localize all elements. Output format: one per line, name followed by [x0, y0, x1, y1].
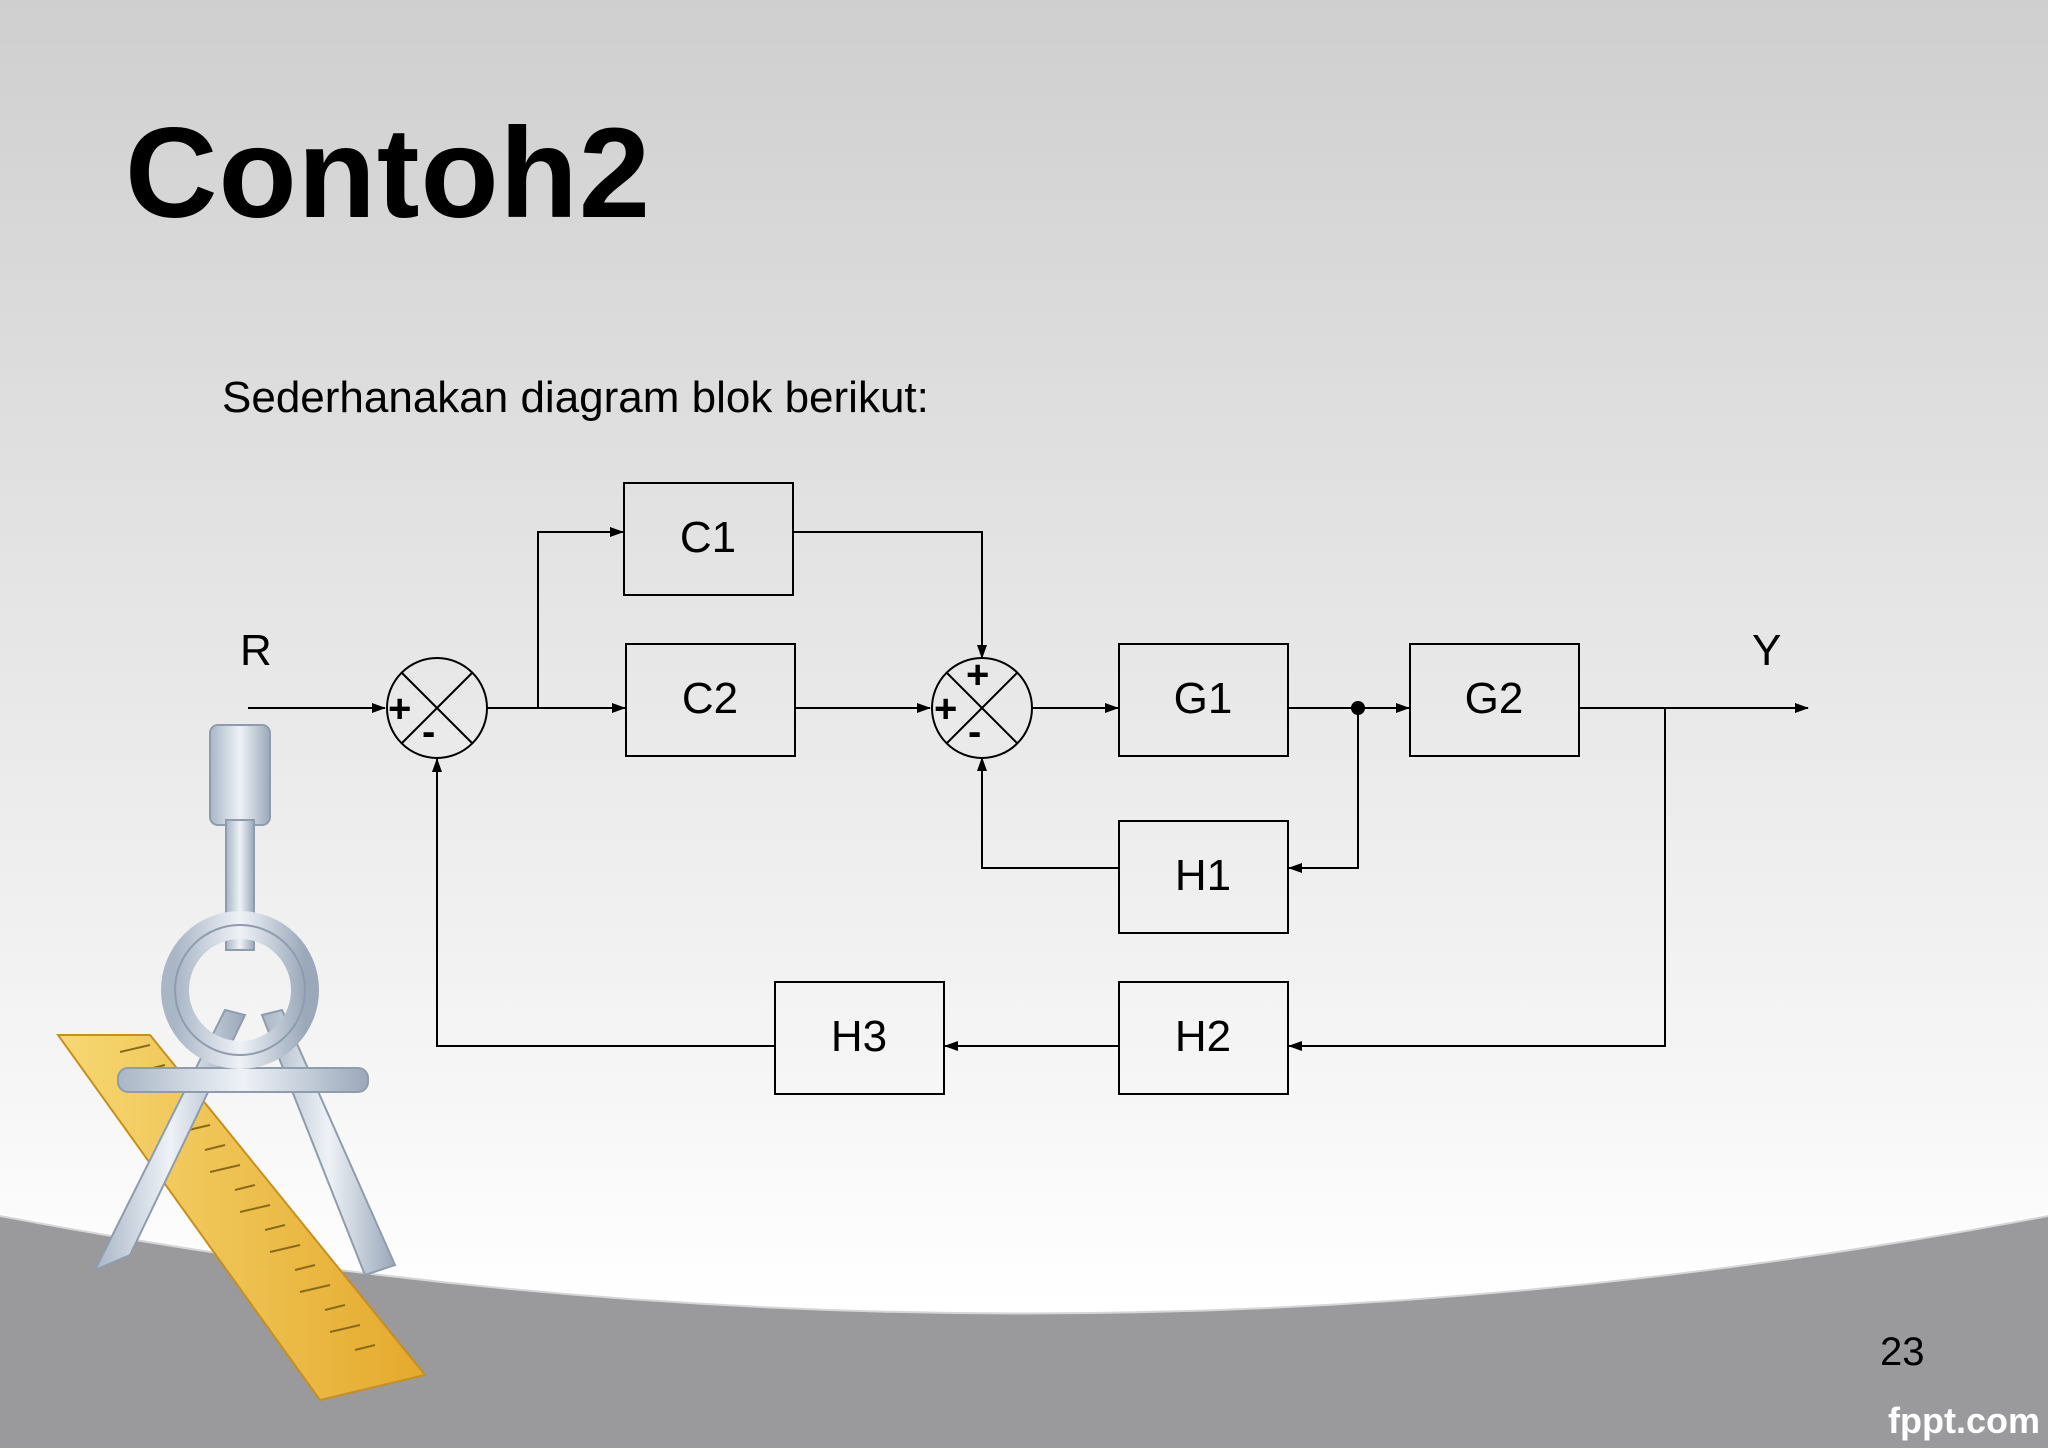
slide-subtitle: Sederhanakan diagram blok berikut:	[222, 373, 929, 422]
sum2-left-plus-sign: +	[934, 687, 957, 731]
slide-title: Contoh2	[125, 102, 651, 245]
wire-branch-to-c1	[537, 527, 624, 708]
block-c1: C1	[623, 482, 794, 596]
block-h3-label: H3	[831, 1012, 887, 1061]
block-h2: H2	[1118, 981, 1289, 1095]
page-number: 23	[1880, 1330, 1925, 1374]
wire-output-to-h2	[1288, 708, 1666, 1051]
sum1-plus-sign: +	[388, 687, 411, 731]
footer-brand: fppt.com	[1888, 1400, 2040, 1441]
block-g1-label: G1	[1174, 674, 1233, 723]
block-g2: G2	[1409, 643, 1580, 757]
block-g1: G1	[1118, 643, 1289, 757]
block-c1-label: C1	[680, 513, 736, 562]
block-h1: H1	[1118, 820, 1289, 934]
input-label-r: R	[240, 626, 272, 675]
wire-takeoff-to-h1	[1288, 708, 1359, 873]
block-h1-label: H1	[1175, 851, 1231, 900]
wire-h3-to-sum1	[432, 758, 775, 1047]
sum2-minus-sign: -	[968, 710, 981, 754]
output-label-y: Y	[1752, 626, 1781, 675]
summing-junction-2: + + -	[931, 653, 1033, 759]
summing-junction-1: + -	[386, 657, 488, 759]
sum1-minus-sign: -	[422, 710, 435, 754]
block-c2: C2	[625, 643, 796, 757]
block-g2-label: G2	[1465, 674, 1524, 723]
sum2-top-plus-sign: +	[966, 653, 989, 697]
block-h2-label: H2	[1175, 1012, 1231, 1061]
block-h3: H3	[774, 981, 945, 1095]
block-c2-label: C2	[682, 674, 738, 723]
wire-c1-to-sum2	[793, 531, 987, 659]
wire-h1-to-sum2	[977, 757, 1119, 869]
